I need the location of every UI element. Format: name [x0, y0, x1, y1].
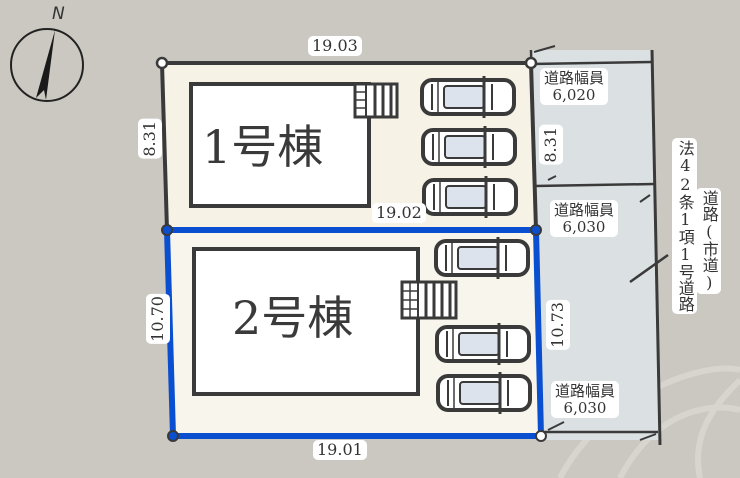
building-2-label: 2号棟	[232, 291, 354, 345]
compass-label: N	[52, 4, 65, 24]
road-width-label-3: 道路幅員 6,030	[553, 382, 618, 417]
road-width-caption: 道路幅員	[554, 201, 615, 219]
road-designation-type: 道路(市道)	[698, 190, 719, 292]
road-width-label-1: 道路幅員 6,020	[542, 69, 607, 104]
road-width-label-2: 道路幅員 6,030	[552, 201, 617, 236]
lot-1-left-dimension: 8.31	[140, 121, 160, 157]
entrance-steps-1	[353, 82, 399, 119]
entrance-steps-2	[400, 280, 458, 320]
lot-1-top-dimension: 19.03	[310, 36, 360, 55]
road-width-value: 6,020	[552, 85, 596, 104]
road-width-caption: 道路幅員	[555, 382, 616, 400]
road-designation-law: 法42条1項1号道路	[674, 140, 695, 312]
road-width-value: 6,030	[562, 217, 606, 236]
building-1-label: 1号棟	[202, 120, 324, 174]
road-width-value: 6,030	[563, 398, 607, 417]
lot-2-right-dimension: 10.73	[548, 302, 568, 348]
lot-2-bottom-dimension: 19.01	[315, 440, 365, 459]
building-1	[189, 82, 371, 208]
car-icon	[422, 174, 518, 220]
north-arrow-icon	[10, 28, 84, 102]
car-icon	[420, 74, 516, 120]
road-width-caption: 道路幅員	[544, 69, 605, 87]
car-icon	[434, 235, 530, 281]
car-icon	[435, 321, 531, 367]
lot-1-right-dimension: 8.31	[541, 127, 561, 163]
building-2	[192, 247, 420, 396]
car-icon	[436, 370, 532, 416]
car-icon	[421, 124, 517, 170]
lot-1-bottom-dimension: 19.02	[374, 203, 424, 222]
lot-2-left-dimension: 10.70	[148, 296, 168, 342]
